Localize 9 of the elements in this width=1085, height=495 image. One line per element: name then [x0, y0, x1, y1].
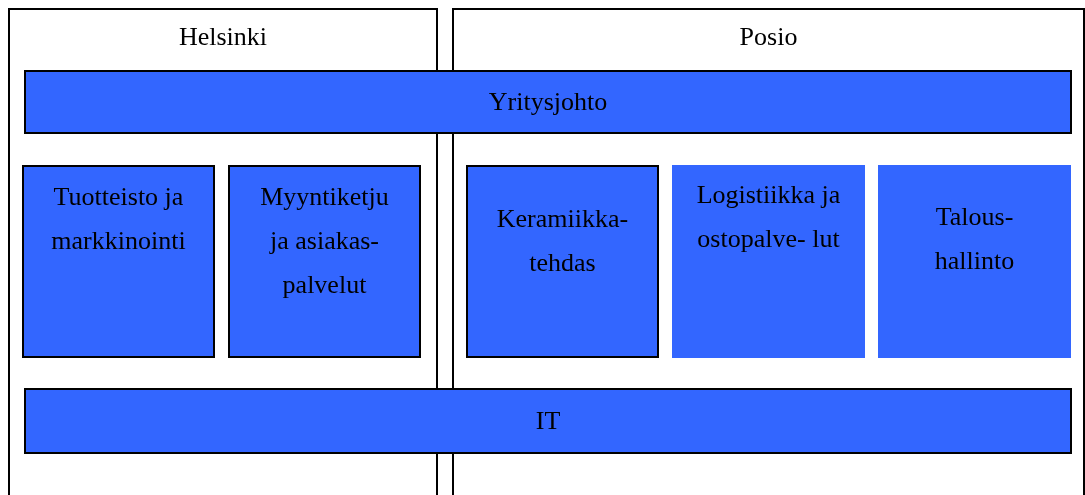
column-heading: Posio — [738, 22, 799, 52]
unit-bar: IT — [24, 388, 1072, 454]
unit-box: Talous- hallinto — [878, 165, 1071, 358]
unit-bar: Yritysjohto — [24, 70, 1072, 134]
unit-box: Logistiikka ja ostopalve- lut — [672, 165, 865, 358]
unit-box: Tuotteisto ja markkinointi — [22, 165, 215, 358]
unit-box: Myyntiketju ja asiakas- palvelut — [228, 165, 421, 358]
column-heading: Helsinki — [177, 22, 269, 52]
unit-box: Keramiikka- tehdas — [466, 165, 659, 358]
